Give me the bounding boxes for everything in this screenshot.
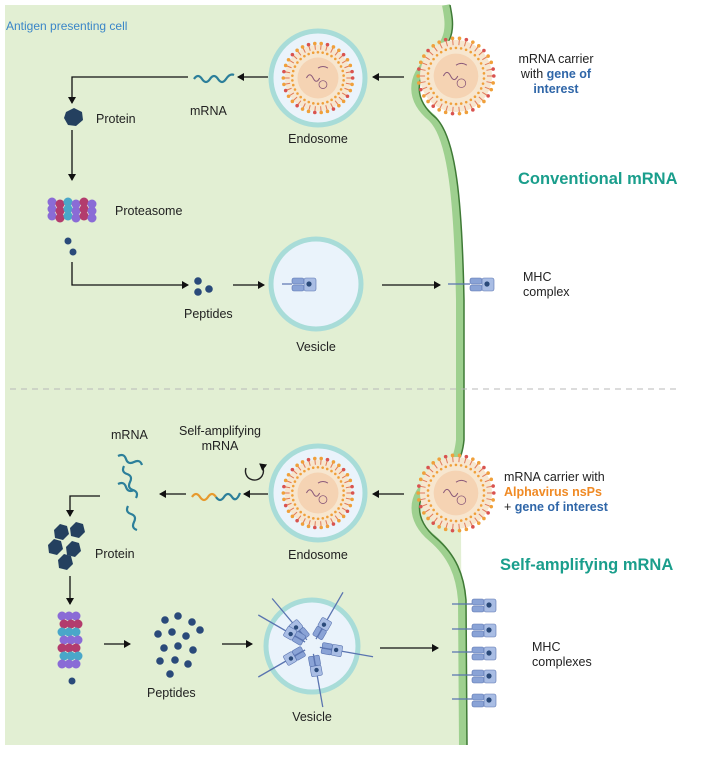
peptide-dot <box>194 288 202 296</box>
arrow-mrna-to-protein-2 <box>66 495 100 517</box>
mrna-carrier-bottom <box>416 453 496 533</box>
samrna-label: Self-amplifying mRNA <box>170 424 270 454</box>
samrna-strand-gene <box>215 492 242 502</box>
section-title-conventional: Conventional mRNA <box>518 170 678 188</box>
carrier-label-top-line1: mRNA carrier <box>518 52 594 66</box>
endosome-label-top: Endosome <box>288 132 348 146</box>
mhc-label-top: MHC complex <box>523 270 570 300</box>
mrna-label-bottom: mRNA <box>111 428 148 442</box>
samrna-strand <box>191 492 217 502</box>
carrier-label-bottom-line1: mRNA carrier with <box>504 470 605 484</box>
mrna-carrier-top <box>416 36 496 116</box>
carrier-label-top-line3: interest <box>533 82 579 96</box>
protein-cluster <box>48 522 85 570</box>
mrna-strand-top <box>193 73 235 84</box>
peptide-dot <box>68 677 76 685</box>
mrna-strands-multiple <box>117 453 144 532</box>
mhc-complexes-membrane <box>452 598 497 708</box>
protein-label-top: Protein <box>96 112 136 126</box>
peptide-cluster <box>154 612 204 678</box>
cycle-arrow-icon <box>244 463 268 481</box>
proteasome-bottom <box>57 611 83 669</box>
vesicle-bottom <box>257 591 374 708</box>
carrier-label-bottom-line3: + gene of interest <box>504 500 608 515</box>
proteasome-top <box>47 197 97 223</box>
vesicle-label-top: Vesicle <box>296 340 336 354</box>
carrier-label-top-with: with <box>520 67 547 81</box>
carrier-label-top: mRNA carrier with gene of interest <box>506 52 606 97</box>
endosome-top <box>268 28 368 128</box>
plus-label: + <box>504 500 515 514</box>
peptide-dot <box>64 237 72 245</box>
arrow-proteasome-to-peptides <box>71 262 189 289</box>
arrow-mrna-to-protein <box>68 76 188 104</box>
mhc-label-top-line1: MHC <box>523 270 552 284</box>
endosome-label-bottom: Endosome <box>288 548 348 562</box>
proteasome-label: Proteasome <box>115 204 183 218</box>
vesicle-label-bottom: Vesicle <box>292 710 332 724</box>
section-title-self-amplifying: Self-amplifying mRNA <box>500 556 674 574</box>
samrna-label-line1: Self-amplifying <box>179 424 261 438</box>
mhc-label-bottom-line1: MHC <box>532 640 561 654</box>
vesicle-top <box>268 236 364 332</box>
cell-label: Antigen presenting cell <box>6 19 128 33</box>
mrna-label-top: mRNA <box>190 104 227 118</box>
mhc-complex-membrane <box>448 277 495 292</box>
cell-body <box>5 5 462 745</box>
mhc-label-bottom-line2: complexes <box>532 655 592 669</box>
gene-of-interest-label-2: gene of interest <box>514 500 608 514</box>
carrier-label-bottom: mRNA carrier with Alphavirus nsPs + gene… <box>504 470 608 515</box>
gene-of-interest-label: gene of <box>546 67 592 81</box>
endosome-bottom <box>268 443 368 543</box>
protein-top <box>64 108 83 126</box>
peptides-label-bottom: Peptides <box>147 686 196 700</box>
mhc-label-top-line2: complex <box>523 285 570 299</box>
peptide-dot <box>205 285 213 293</box>
peptide-dot <box>194 277 202 285</box>
peptide-dot <box>69 248 77 256</box>
samrna-label-line2: mRNA <box>201 439 239 453</box>
peptides-label-top: Peptides <box>184 307 233 321</box>
alphavirus-label: Alphavirus nsPs <box>504 485 602 499</box>
carrier-label-top-line2: with gene of <box>506 67 606 82</box>
protein-label-bottom: Protein <box>95 547 135 561</box>
mhc-label-bottom: MHC complexes <box>532 640 592 670</box>
